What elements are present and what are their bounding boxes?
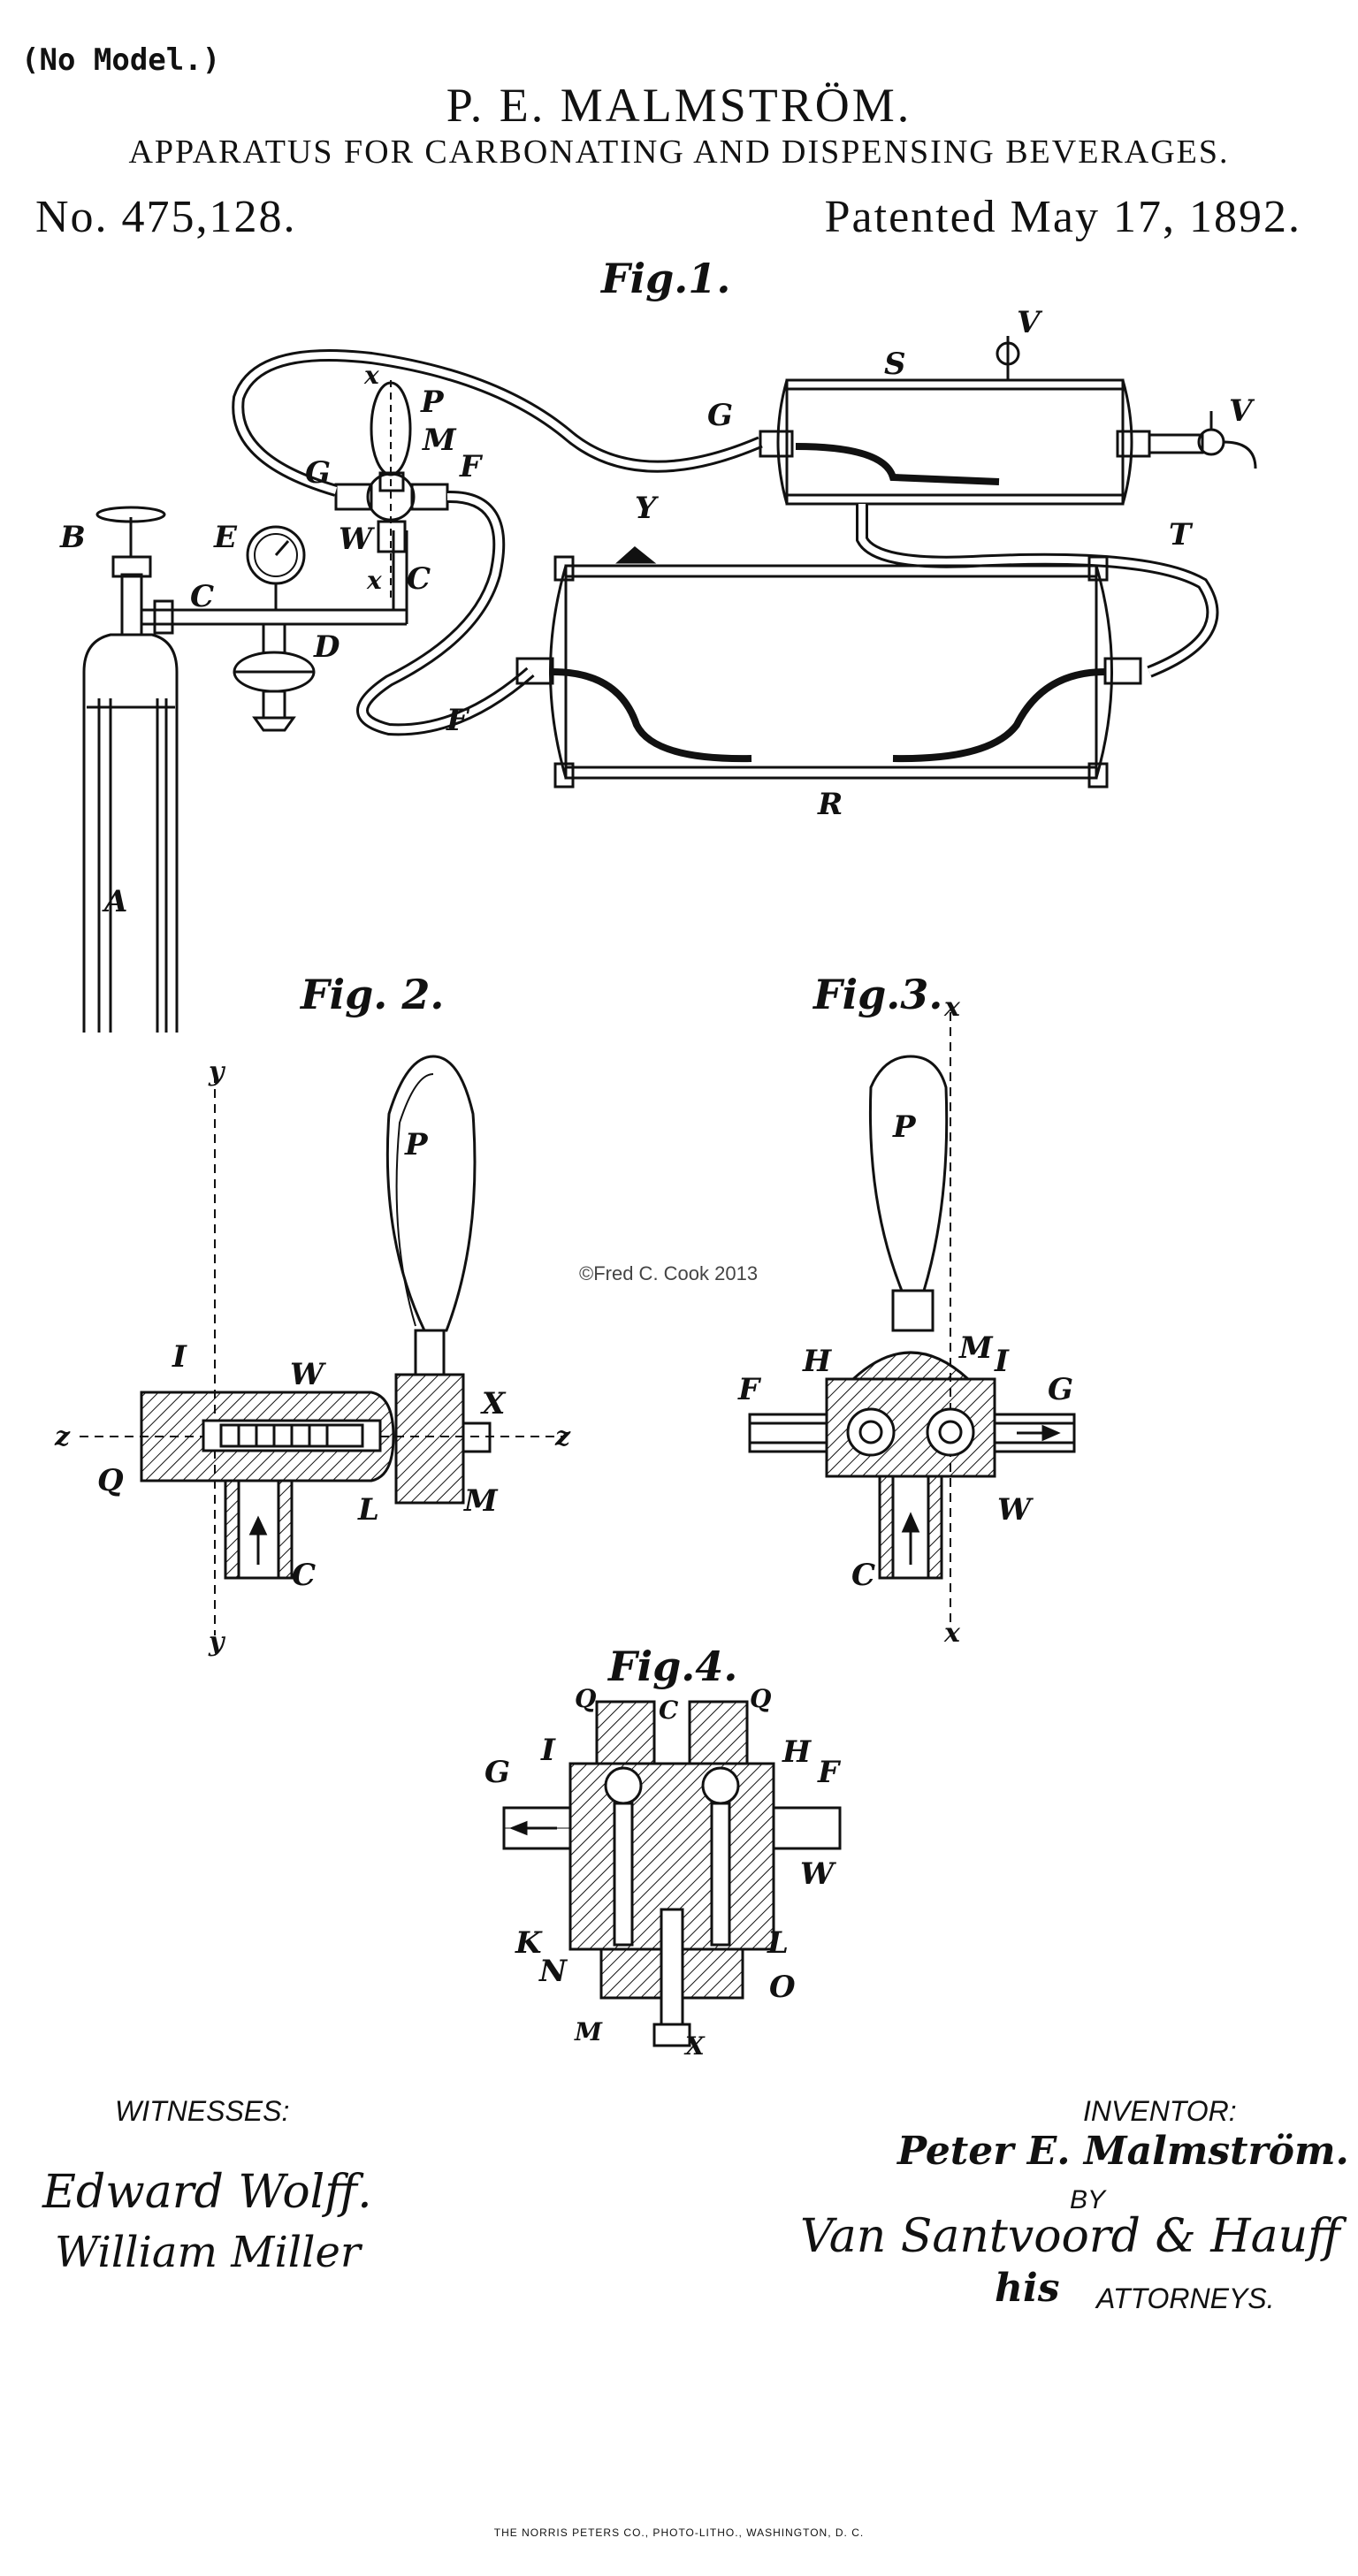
fig2-part-label: Q [97,1463,124,1498]
fig1-part-label: C [190,579,215,614]
fig2-part-label: X [482,1386,506,1421]
fig4-part-label: C [659,1696,679,1725]
regulator-d [233,624,316,732]
witness-signature-1: Edward Wolff. [42,2166,372,2219]
copyright-watermark: ©Fred C. Cook 2013 [579,1262,759,1284]
pipe-c [141,530,408,635]
fig1-part-label: F [446,703,469,738]
figure-4-drawing [502,1700,842,2047]
fig1-part-label: T [1169,517,1192,553]
fig3-part-label: F [738,1372,760,1407]
attorney-his-word: his [995,2266,1060,2311]
fig4-part-label: F [818,1755,840,1790]
fig1-part-label: G [305,455,332,491]
hose-t [856,504,1219,678]
fig3-part-label: H [803,1344,832,1379]
fig1-part-label: W [339,522,373,557]
fig2-part-label: y [209,1056,225,1087]
fig3-part-label: C [851,1558,876,1593]
inventor-label: INVENTOR: [1083,2095,1237,2127]
attorneys-label: ATTORNEYS. [1096,2283,1275,2314]
fig4-part-label: W [800,1856,835,1892]
patent-title: APPARATUS FOR CARBONATING AND DISPENSING… [128,133,1230,171]
fig1-part-label: E [214,520,237,555]
fig2-part-label: C [292,1558,317,1593]
fig3-part-label: P [893,1109,916,1145]
fig2-part-label: L [358,1492,379,1528]
figure-3-label: Fig.3. [813,971,943,1018]
fig2-part-label: M [464,1483,498,1519]
fig4-part-label: Q [750,1684,772,1713]
fig4-part-label: M [575,2017,602,2046]
fig1-part-label: G [707,398,734,433]
figure-1-drawing [82,336,1257,1033]
fig1-part-label: B [60,520,86,555]
figure-4-label: Fig.4. [608,1642,738,1690]
fig4-part-label: X [685,2031,705,2061]
fig3-part-label: I [995,1344,1009,1379]
tank-s [759,336,1257,506]
fig1-part-label: P [421,385,444,420]
printer-credit: THE NORRIS PETERS CO., PHOTO-LITHO., WAS… [493,2526,865,2539]
fig2-part-label: y [209,1627,225,1658]
fig2-part-label: I [172,1339,187,1375]
fig1-part-label: D [314,629,340,665]
fig2-part-label: z [555,1421,571,1452]
patent-date: Patented May 17, 1892. [824,192,1301,242]
fig3-part-label: M [959,1330,993,1366]
fig3-part-label: W [997,1492,1032,1528]
inventor-name-heading: P. E. MALMSTRÖM. [446,79,912,132]
figure-2-drawing [80,1055,566,1635]
fig3-part-label: x [944,1618,960,1649]
attorney-signature: Van Santvoord & Hauff [800,2210,1340,2263]
fig1-part-label: A [104,884,128,919]
witnesses-label: WITNESSES: [115,2095,290,2127]
fig1-part-label: V [1229,393,1253,429]
fig1-part-label: F [460,449,482,484]
fig4-part-label: L [767,1925,789,1961]
fig3-part-label: x [944,992,960,1023]
tank-r [515,546,1142,789]
witness-signature-2: William Miller [55,2228,361,2277]
fig2-part-label: P [405,1127,428,1162]
inventor-signature: Peter E. Malmström. [897,2129,1349,2174]
fig1-part-label: C [407,561,431,597]
fig4-part-label: K [515,1925,542,1961]
figure-3-drawing [748,1012,1076,1631]
fig4-part-label: Q [575,1684,597,1713]
fig2-part-label: z [55,1421,71,1452]
gas-cylinder-a [82,506,179,1033]
fig4-part-label: O [769,1970,796,2005]
fig1-part-label: x [364,361,379,390]
fig4-part-label: N [539,1954,568,1989]
fig4-part-label: G [484,1755,511,1790]
patent-number: No. 475,128. [35,192,297,242]
fig1-part-label: x [367,566,382,595]
fig1-part-label: V [1017,305,1041,340]
pressure-gauge-e [246,525,306,610]
no-model-note: (No Model.) [21,42,221,78]
fig3-part-label: G [1048,1372,1074,1407]
fig1-part-label: Y [635,491,657,526]
fig4-part-label: I [541,1733,555,1768]
figure-1-label: Fig.1. [601,255,731,302]
fig1-part-label: S [884,347,906,382]
fig4-part-label: H [782,1734,812,1770]
fig1-part-label: R [818,787,843,822]
fig2-part-label: W [290,1357,324,1392]
by-label: BY [1070,2185,1106,2214]
fig1-part-label: M [423,423,456,458]
figure-2-label: Fig. 2. [301,971,445,1018]
